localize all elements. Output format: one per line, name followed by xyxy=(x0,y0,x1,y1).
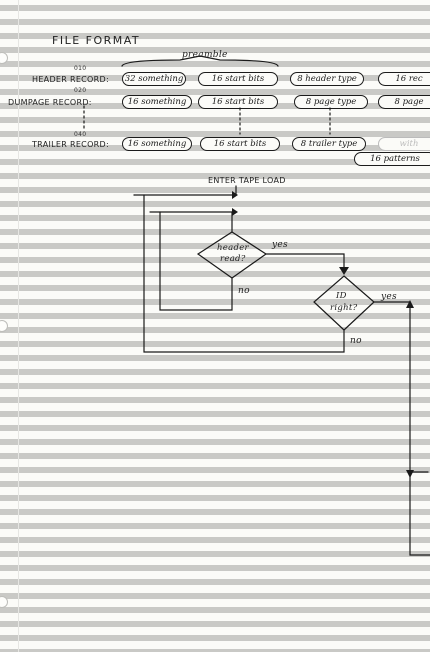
dumpage-record-label: DUMPAGE RECORD: xyxy=(8,98,92,107)
punch-hole xyxy=(0,320,8,332)
page-title: FILE FORMAT xyxy=(52,34,141,47)
punch-hole xyxy=(0,52,8,64)
punch-hole xyxy=(0,596,8,608)
dumpage-field-2: 16 start bits xyxy=(198,95,278,109)
arrow-right-vertical xyxy=(406,300,414,308)
arrow-decision-2 xyxy=(339,267,349,275)
decision2-line1: ID xyxy=(336,291,347,301)
header-field-2: 16 start bits xyxy=(198,72,278,86)
code-header: 010 xyxy=(74,65,87,72)
decision1-line1: header xyxy=(217,243,249,253)
arrow-entry-2 xyxy=(232,208,238,216)
no-loop-1 xyxy=(159,211,233,311)
trailer-field-4: with xyxy=(378,137,430,151)
code-dumpage: 020 xyxy=(74,87,87,94)
header-field-1: 32 something xyxy=(122,72,186,86)
dumpage-field-1: 16 something xyxy=(122,95,192,109)
code-trailer: 040 xyxy=(74,131,87,138)
header-record-label: HEADER RECORD: xyxy=(32,75,109,84)
header-field-3: 8 header type xyxy=(290,72,364,86)
decision1-line2: read? xyxy=(220,254,246,264)
dumpage-field-3: 8 page type xyxy=(294,95,368,109)
preamble-brace xyxy=(121,55,279,67)
trailer-field-3: 8 trailer type xyxy=(292,137,366,151)
trailer-extra-field: 16 patterns xyxy=(354,152,430,166)
decision1-no-label: no xyxy=(238,286,250,296)
decision2-line2: right? xyxy=(330,303,358,313)
flow-start-label: ENTER TAPE LOAD xyxy=(208,176,286,185)
trailer-record-label: TRAILER RECORD: xyxy=(32,140,109,149)
preamble-label: preamble xyxy=(182,50,228,60)
no-loop-2 xyxy=(143,194,345,353)
yes-branch-1 xyxy=(265,253,345,271)
dumpage-field-4: 8 page xyxy=(378,95,430,109)
arrow-entry-1 xyxy=(232,191,238,199)
decision2-yes-label: yes xyxy=(381,292,397,302)
right-vertical xyxy=(409,301,430,556)
decision2-no-label: no xyxy=(350,336,362,346)
trailer-field-2: 16 start bits xyxy=(200,137,280,151)
arrow-right-mid xyxy=(406,470,414,478)
decision1-yes-label: yes xyxy=(272,240,288,250)
trailer-field-1: 16 something xyxy=(122,137,192,151)
margin-line xyxy=(18,0,19,652)
header-field-4: 16 rec xyxy=(378,72,430,86)
